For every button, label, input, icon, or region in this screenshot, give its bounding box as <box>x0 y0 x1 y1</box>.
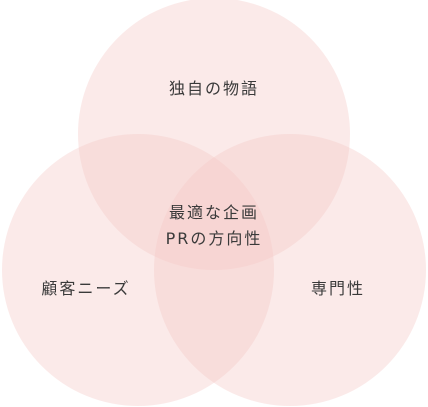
intersection-label: 最適な企画 PRの方向性 <box>0 200 428 252</box>
intersection-label-line1: 最適な企画 <box>168 203 259 222</box>
circle-left <box>2 134 274 406</box>
set-label-top: 独自の物語 <box>168 79 259 98</box>
set-label-right: 専門性 <box>310 279 365 298</box>
circle-top <box>78 0 350 270</box>
intersection-label-line2: PRの方向性 <box>165 229 263 248</box>
set-label-left: 顧客ニーズ <box>41 279 131 298</box>
circle-right <box>154 134 426 406</box>
